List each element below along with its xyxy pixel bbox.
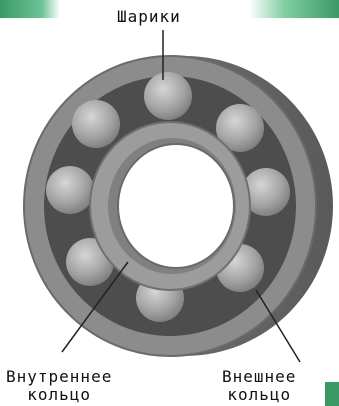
bore (118, 144, 234, 268)
ball (46, 166, 94, 214)
label-inner-ring: Внутреннее кольцо (6, 368, 112, 404)
label-inner-ring-line1: Внутреннее (6, 368, 112, 386)
label-balls: Шарики (117, 8, 181, 26)
ball (144, 72, 192, 120)
ball (72, 100, 120, 148)
label-outer-ring-line2: кольцо (222, 386, 296, 404)
label-outer-ring-line1: Внешнее (222, 368, 296, 386)
label-inner-ring-line2: кольцо (6, 386, 112, 404)
label-outer-ring: Внешнее кольцо (222, 368, 296, 404)
